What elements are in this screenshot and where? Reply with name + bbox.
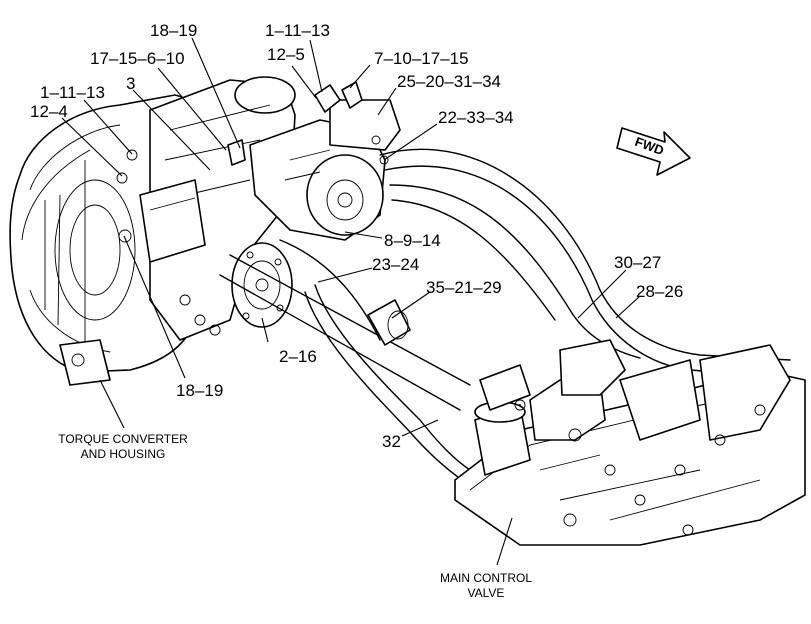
caption-torque-converter-line1: TORQUE CONVERTER bbox=[58, 432, 188, 446]
callout-25-20-31-34: 25–20–31–34 bbox=[397, 72, 501, 91]
pump-assembly bbox=[249, 99, 401, 241]
forward-direction-arrow: FWD bbox=[616, 127, 691, 176]
main-control-valve bbox=[454, 339, 806, 546]
callout-8-9-14: 8–9–14 bbox=[384, 231, 441, 250]
callout-18-19-top: 18–19 bbox=[150, 21, 197, 40]
hose-lines bbox=[219, 148, 796, 481]
callout-17-15-6-10: 17–15–6–10 bbox=[90, 49, 185, 68]
callout-1-11-13-top: 1–11–13 bbox=[265, 21, 330, 40]
callout-23-24: 23–24 bbox=[372, 255, 419, 274]
caption-main-control-valve-line1: MAIN CONTROL bbox=[440, 571, 532, 585]
caption-main-control-valve-line2: VALVE bbox=[468, 586, 505, 600]
leader-lines bbox=[61, 37, 641, 566]
captions: TORQUE CONVERTER AND HOUSING MAIN CONTRO… bbox=[58, 432, 532, 600]
clamp-35-21-29 bbox=[367, 299, 411, 346]
callout-22-33-34: 22–33–34 bbox=[438, 108, 514, 127]
callout-1-11-13-left: 1–11–13 bbox=[40, 83, 105, 102]
callout-28-26: 28–26 bbox=[636, 282, 683, 301]
callout-32: 32 bbox=[382, 432, 401, 451]
callout-12-5: 12–5 bbox=[267, 45, 305, 64]
callout-3: 3 bbox=[126, 74, 135, 93]
top-fittings bbox=[227, 81, 363, 166]
callout-2-16: 2–16 bbox=[279, 347, 317, 366]
callout-12-4: 12–4 bbox=[30, 102, 68, 121]
callout-30-27: 30–27 bbox=[614, 253, 661, 272]
callout-labels: 18–19 1–11–13 12–5 17–15–6–10 7–10–17–15… bbox=[30, 21, 683, 451]
callout-35-21-29: 35–21–29 bbox=[426, 278, 502, 297]
output-flange bbox=[231, 242, 293, 328]
callout-7-10-17-15: 7–10–17–15 bbox=[374, 49, 469, 68]
callout-18-19-bottom: 18–19 bbox=[176, 381, 223, 400]
caption-torque-converter-line2: AND HOUSING bbox=[81, 447, 166, 461]
